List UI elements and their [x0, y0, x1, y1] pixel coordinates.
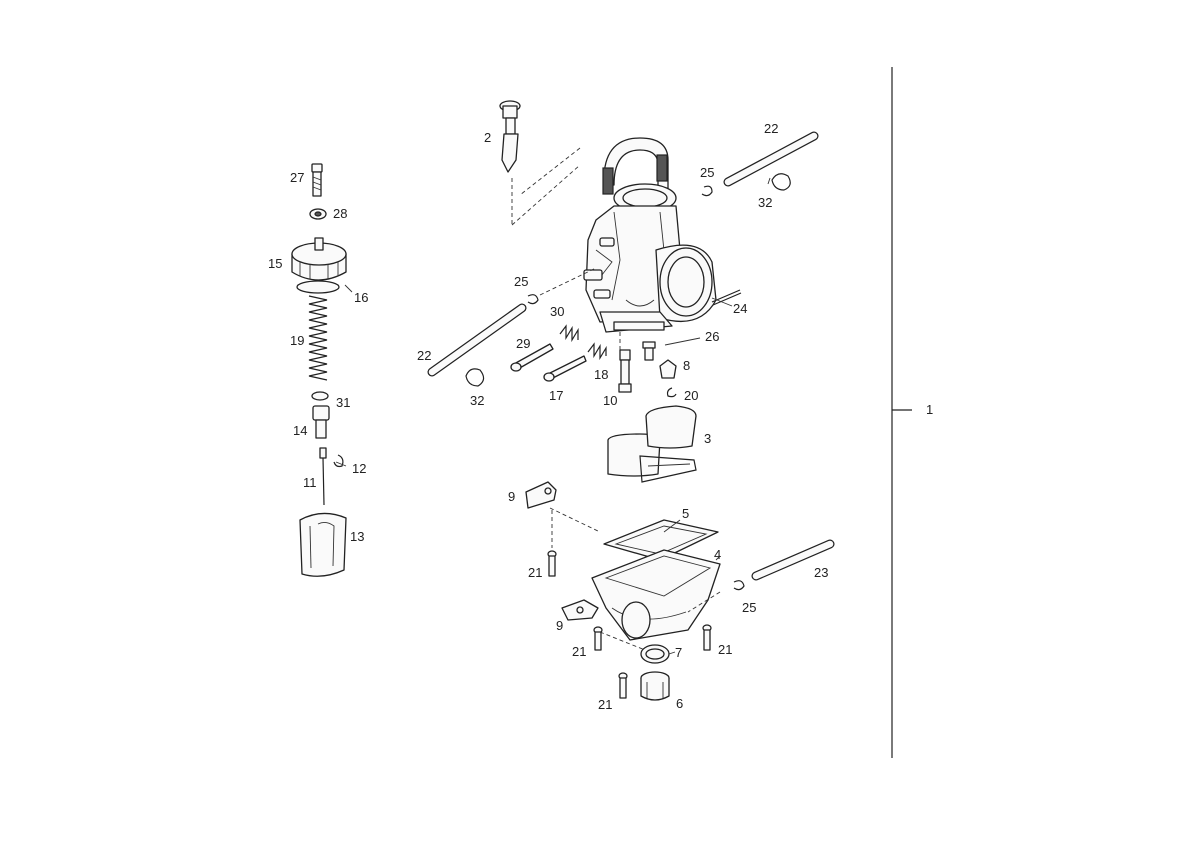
part-31-clip [311, 391, 329, 401]
callout-9-top: 9 [508, 489, 515, 504]
callout-25-mid: 25 [514, 274, 528, 289]
callout-19: 19 [290, 333, 304, 348]
callout-32-top: 32 [758, 195, 772, 210]
part-14-needle-holder [312, 405, 330, 439]
part-28-nut [309, 208, 327, 220]
part-21-bolt-right [702, 624, 712, 651]
callout-17: 17 [549, 388, 563, 403]
part-20-clip [666, 387, 677, 398]
callout-18: 18 [594, 367, 608, 382]
part-10-main-jet-holder [618, 349, 632, 393]
callout-27: 27 [290, 170, 304, 185]
callout-31: 31 [336, 395, 350, 410]
callout-30: 30 [550, 304, 564, 319]
callout-11: 11 [303, 475, 317, 490]
guide-dashes-top [511, 147, 581, 226]
callout-22-top: 22 [764, 121, 778, 136]
part-19-spring [308, 295, 328, 381]
callout-3: 3 [704, 431, 711, 446]
carburetor-body [583, 137, 717, 333]
part-25-clamp-mid [527, 294, 539, 305]
callout-4: 4 [714, 547, 721, 562]
callout-10: 10 [603, 393, 617, 408]
part-9-bracket-bottom [561, 599, 599, 621]
callout-20: 20 [684, 388, 698, 403]
part-25-clamp-top [701, 185, 713, 197]
callout-15: 15 [268, 256, 282, 271]
callout-5: 5 [682, 506, 689, 521]
callout-6: 6 [676, 696, 683, 711]
callout-26: 26 [705, 329, 719, 344]
part-12-e-clip [333, 454, 344, 468]
callout-21-upper: 21 [528, 565, 542, 580]
part-17-pilot-screw [543, 355, 587, 382]
part-7-o-ring [640, 644, 670, 664]
part-11-jet-needle [319, 447, 327, 506]
callout-22-left: 22 [417, 348, 431, 363]
part-21-bolt-left [593, 626, 603, 651]
callout-9-bottom: 9 [556, 618, 563, 633]
part-26-jet [642, 341, 656, 361]
part-32-clip-left [465, 368, 485, 387]
callout-8: 8 [683, 358, 690, 373]
assembly-bracket [891, 67, 912, 758]
callout-21-bottom: 21 [598, 697, 612, 712]
callout-7: 7 [675, 645, 682, 660]
callout-14: 14 [293, 423, 307, 438]
callout-25-top: 25 [700, 165, 714, 180]
callout-16: 16 [354, 290, 368, 305]
callout-1: 1 [926, 402, 933, 417]
callout-25-bottom: 25 [742, 600, 756, 615]
part-22-hose-top [723, 131, 819, 187]
part-22-hose-left [427, 303, 527, 377]
callout-24: 24 [733, 301, 747, 316]
part-25-clamp-bottom [733, 580, 745, 591]
guide-dashes-mid [539, 267, 621, 350]
part-5-gasket [603, 519, 719, 561]
callout-21-left: 21 [572, 644, 586, 659]
part-8-jet [659, 359, 677, 379]
part-18-spring [587, 342, 607, 361]
guide-dashes-float [549, 507, 601, 548]
callout-32-left: 32 [470, 393, 484, 408]
guide-dashes-bowl [599, 591, 721, 653]
part-13-throttle-slide [299, 512, 347, 577]
callout-2: 2 [484, 130, 491, 145]
part-23-hose [751, 539, 835, 581]
callout-21-right: 21 [718, 642, 732, 657]
leader-lines [335, 284, 733, 655]
callout-29: 29 [516, 336, 530, 351]
callout-23: 23 [814, 565, 828, 580]
callout-13: 13 [350, 529, 364, 544]
part-9-bracket-top [525, 481, 557, 509]
part-29-screw [510, 343, 554, 372]
part-27-cap-screw [311, 163, 323, 197]
part-16-gasket [296, 280, 340, 294]
part-21-bolt-bottom [618, 672, 628, 699]
part-15-slide-cap [291, 237, 347, 281]
callout-28: 28 [333, 206, 347, 221]
callout-12: 12 [352, 461, 366, 476]
callout-labels: 1 2 3 4 5 6 7 8 9 9 10 11 12 13 14 15 16… [268, 121, 933, 712]
part-2-starter-plunger [499, 100, 521, 173]
part-32-clip-top [767, 173, 791, 191]
part-21-bolt-upper [547, 550, 557, 577]
part-3-float [607, 405, 697, 483]
part-4-float-bowl [591, 549, 721, 641]
part-6-drain-plug [640, 671, 670, 701]
part-30-spring [559, 324, 579, 343]
